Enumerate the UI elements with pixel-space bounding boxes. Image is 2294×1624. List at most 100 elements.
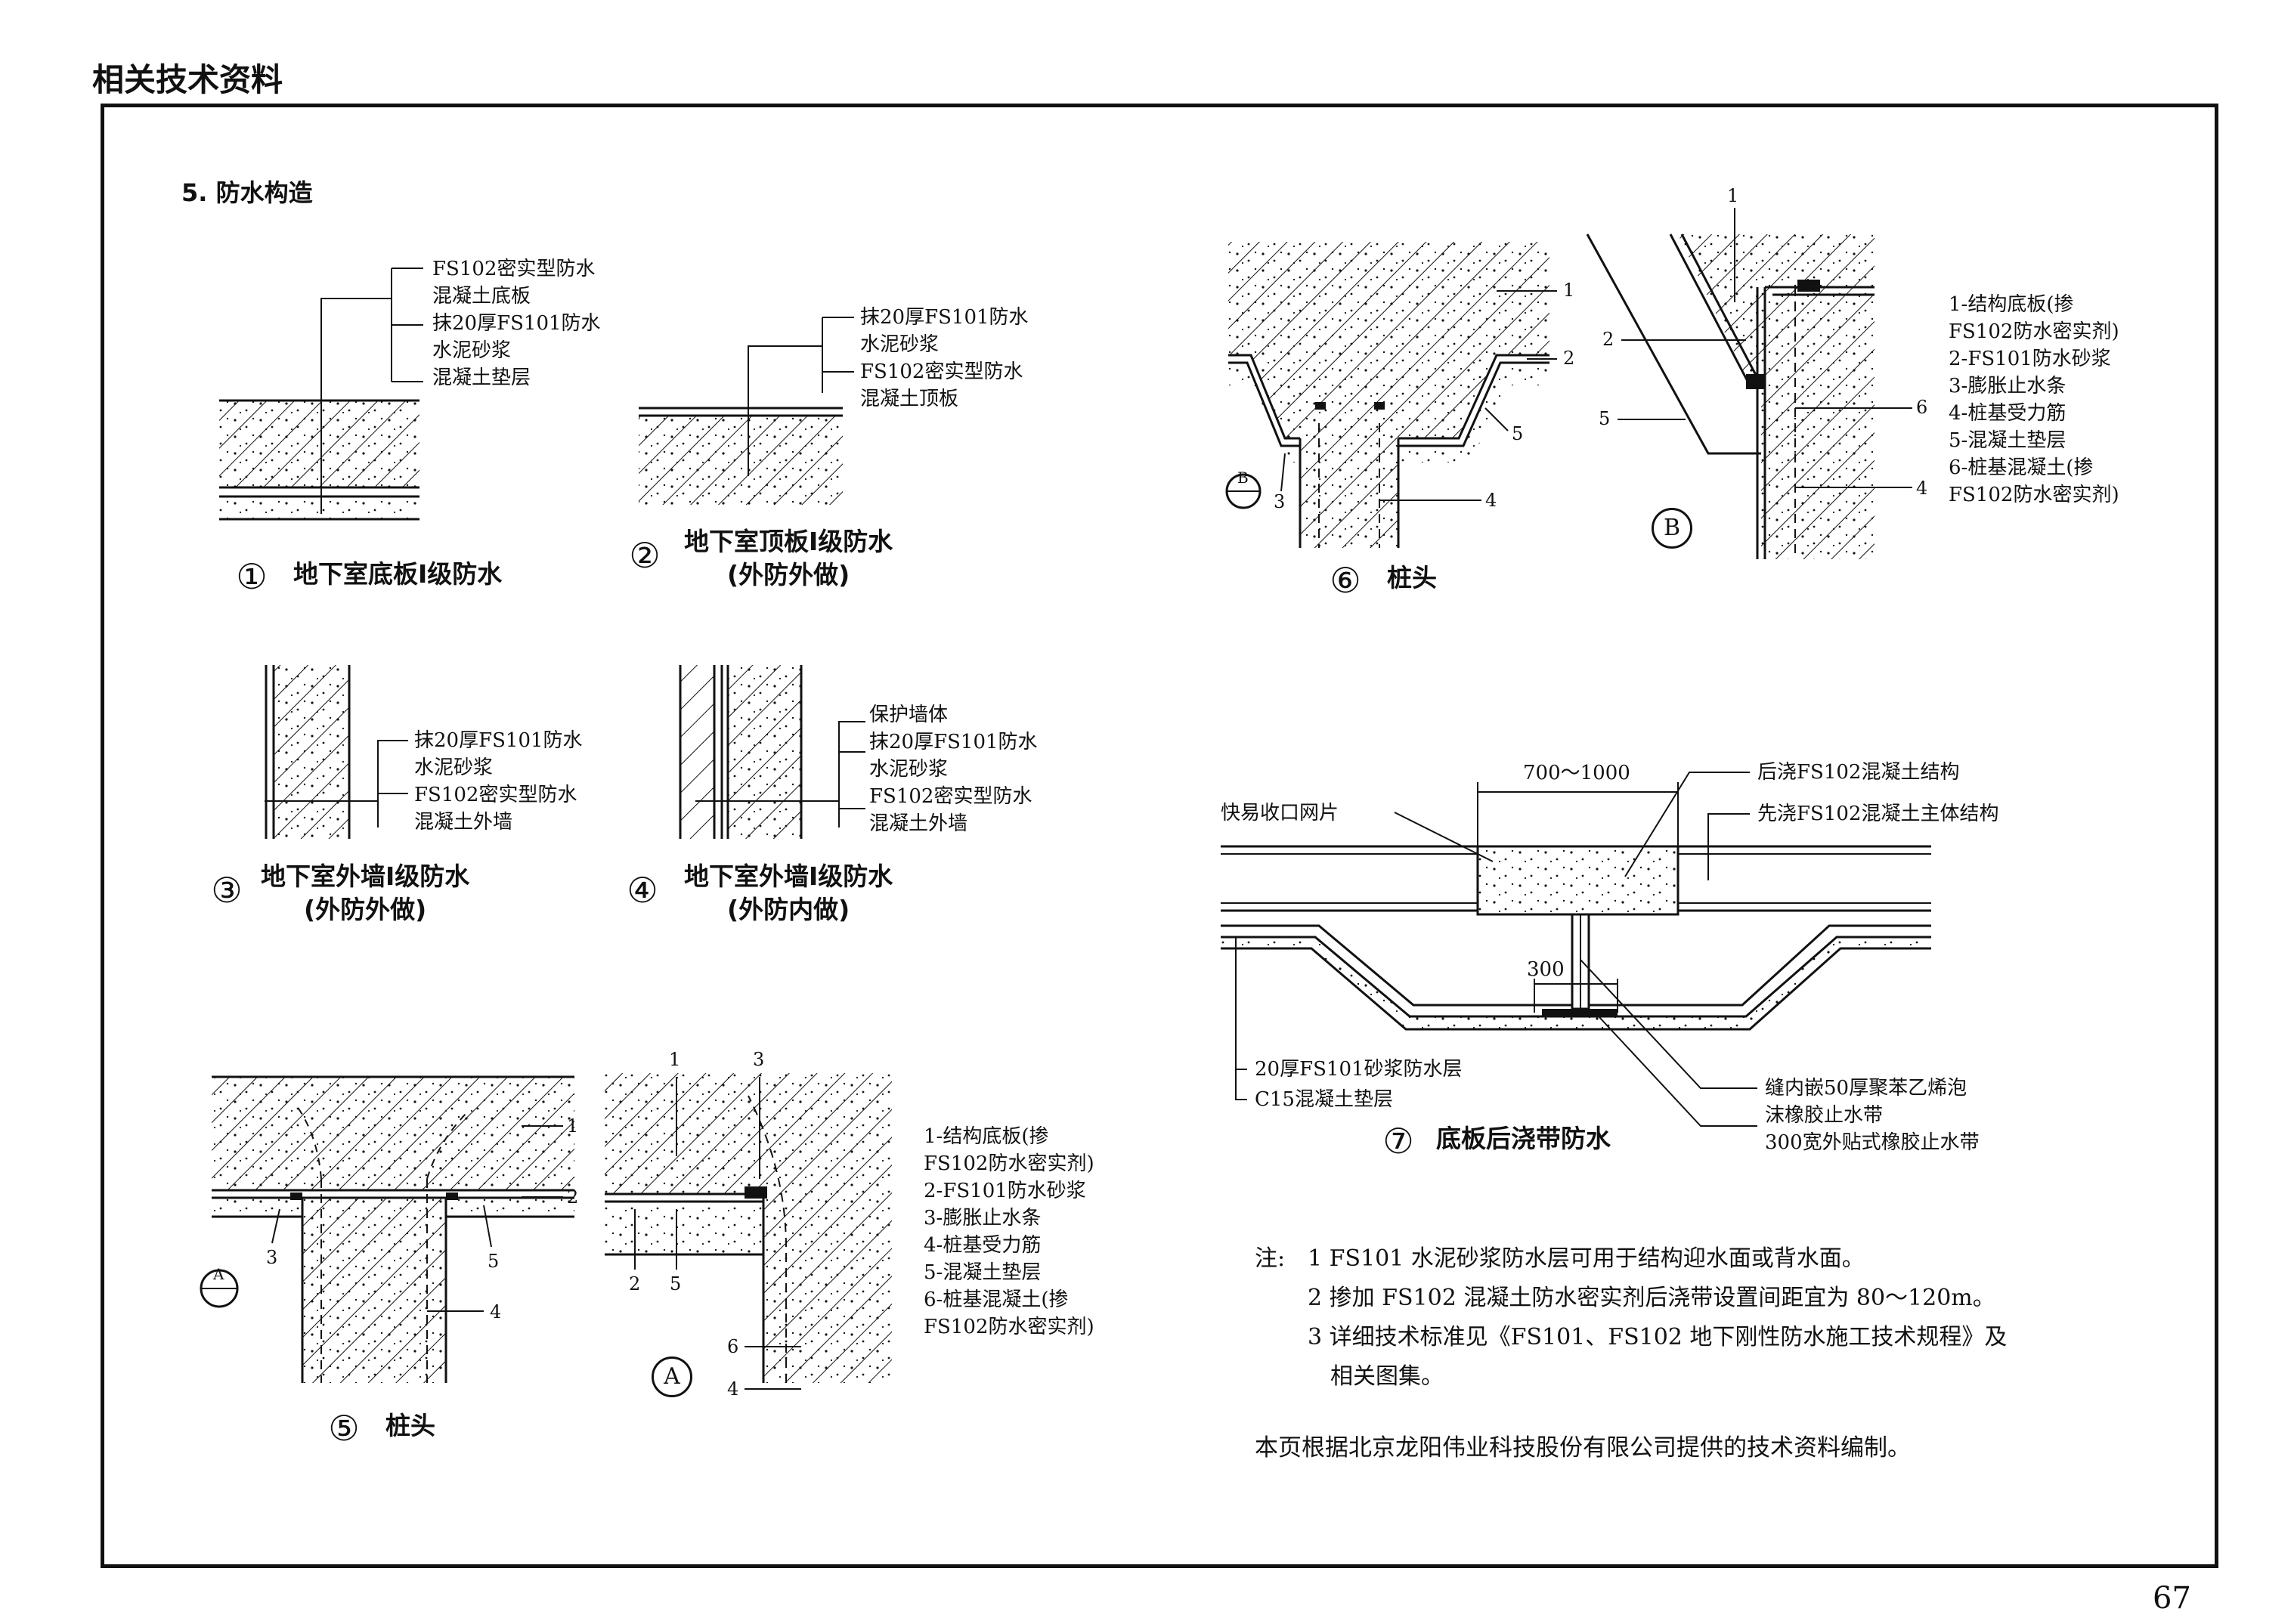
d7-caption: 底板后浇带防水	[1436, 1124, 1611, 1153]
notes-block: 注: 1 FS101 水泥砂浆防水层可用于结构迎水面或背水面。 2 掺加 FS10…	[1255, 1239, 2007, 1397]
d5-number: ⑤	[328, 1408, 360, 1449]
d1-label-0: FS102密实型防水	[432, 258, 596, 280]
d3-label-0: 抹20厚FS101防水	[414, 729, 583, 752]
d2-caption: 地下室顶板I级防水(外防外做)	[684, 527, 893, 589]
diagram-4-wall-internal	[679, 665, 865, 839]
d6-legend-7: FS102防水密实剂)	[1949, 484, 2119, 506]
d2-label-3: 混凝土顶板	[860, 388, 959, 410]
d6-caption: 桩头	[1387, 563, 1437, 592]
da-callout-2: 2	[629, 1273, 641, 1295]
d7-label-strip: 300宽外贴式橡胶止水带	[1765, 1131, 1980, 1154]
d1-caption: 地下室底板I级防水	[293, 559, 503, 589]
d5-callout-3: 3	[266, 1247, 278, 1268]
diagram-1-floor-slab	[219, 268, 423, 521]
d4-number: ④	[627, 870, 658, 911]
diagram-6-pile-head	[1225, 242, 1557, 548]
da-callout-5: 5	[670, 1273, 682, 1295]
d7-label-mortar: 20厚FS101砂浆防水层	[1255, 1058, 1463, 1081]
d5-legend-7: FS102防水密实剂)	[924, 1316, 1094, 1338]
d7-label-joint-1: 缝内嵌50厚聚苯乙烯泡	[1765, 1077, 1967, 1100]
d7-label-pre: 先浇FS102混凝土主体结构	[1757, 803, 1999, 825]
d1-label-2: 抹20厚FS101防水	[432, 312, 601, 335]
d6-callout-1: 1	[1563, 280, 1575, 301]
d6-section-ref: B	[1237, 469, 1249, 487]
d4-caption: 地下室外墙I级防水(外防内做)	[684, 861, 893, 924]
d3-caption: 地下室外墙I级防水(外防外做)	[261, 861, 470, 924]
d2-label-2: FS102密实型防水	[860, 360, 1023, 383]
da-callout-4: 4	[727, 1378, 739, 1400]
d5-legend-0: 1-结构底板(掺	[924, 1125, 1049, 1148]
note-2: 2 掺加 FS102 混凝土防水密实剂后浇带设置间距宜为 80～120m。	[1308, 1285, 1995, 1311]
note-3: 3 详细技术标准见《FS101、FS102 地下刚性防水施工技术规程》及	[1308, 1324, 2008, 1350]
d4-label-3: FS102密实型防水	[869, 785, 1032, 808]
da-callout-3: 3	[753, 1049, 765, 1070]
d1-number: ①	[236, 556, 268, 597]
d6-legend-4: 4-桩基受力筋	[1949, 402, 2066, 425]
d3-label-3: 混凝土外墙	[414, 811, 513, 834]
d4-label-4: 混凝土外墙	[869, 812, 968, 835]
db-callout-1: 1	[1727, 185, 1739, 206]
db-callout-6: 6	[1916, 397, 1928, 418]
d6-callout-3: 3	[1274, 491, 1286, 512]
d7-label-joint-2: 沫橡胶止水带	[1765, 1104, 1884, 1127]
drawing-frame	[101, 104, 2218, 1568]
d7-label-post: 后浇FS102混凝土结构	[1757, 761, 1960, 784]
d2-label-0: 抹20厚FS101防水	[860, 306, 1029, 329]
d5-legend-2: 2-FS101防水砂浆	[924, 1180, 1086, 1202]
d3-label-2: FS102密实型防水	[414, 784, 577, 806]
note-1-text: 1 FS101 水泥砂浆防水层可用于结构迎水面或背水面。	[1308, 1245, 1865, 1272]
page-header-title: 相关技术资料	[92, 61, 283, 98]
db-callout-4: 4	[1916, 478, 1928, 499]
d4-label-1: 抹20厚FS101防水	[869, 731, 1038, 753]
d6-legend-5: 5-混凝土垫层	[1949, 429, 2066, 452]
d6-legend-0: 1-结构底板(掺	[1949, 293, 2074, 316]
d2-label-1: 水泥砂浆	[860, 333, 940, 356]
diagram-5-detail-a	[605, 1073, 892, 1390]
d1-label-3: 水泥砂浆	[432, 339, 512, 362]
diagram-2-roof-slab	[639, 317, 854, 505]
d7-dim-width: 700～1000	[1523, 762, 1630, 784]
source-note: 本页根据北京龙阳伟业科技股份有限公司提供的技术资料编制。	[1255, 1434, 1911, 1462]
d5-legend-3: 3-膨胀止水条	[924, 1207, 1042, 1230]
d6-callout-5: 5	[1512, 423, 1524, 444]
d7-label-mesh: 快易收口网片	[1221, 802, 1339, 824]
d4-label-0: 保护墙体	[869, 704, 949, 726]
d7-number: ⑦	[1382, 1121, 1414, 1162]
d6-callout-4: 4	[1485, 490, 1497, 511]
d2-number: ②	[629, 535, 661, 576]
d3-number: ③	[211, 870, 243, 911]
section-title: 5. 防水构造	[181, 178, 313, 207]
db-callout-5: 5	[1599, 408, 1611, 429]
diagram-3-wall-external	[265, 665, 408, 839]
d7-dim-300: 300	[1527, 958, 1565, 981]
page-number: 67	[2153, 1581, 2191, 1616]
note-1: 注: 1 FS101 水泥砂浆防水层可用于结构迎水面或背水面。	[1255, 1239, 2007, 1279]
d6-legend-2: 2-FS101防水砂浆	[1949, 348, 2111, 370]
d7-label-c15: C15混凝土垫层	[1255, 1088, 1393, 1111]
d5-legend-5: 5-混凝土垫层	[924, 1261, 1042, 1284]
d1-label-1: 混凝土底板	[432, 285, 531, 308]
d6-legend-6: 6-桩基混凝土(掺	[1949, 456, 2094, 479]
db-detail-ref: B	[1652, 508, 1692, 549]
da-detail-ref: A	[652, 1356, 692, 1397]
diagram-5-pile-head	[200, 1075, 574, 1383]
d5-callout-1: 1	[567, 1115, 579, 1137]
d6-callout-2: 2	[1563, 348, 1575, 369]
d6-legend-1: FS102防水密实剂)	[1949, 320, 2119, 343]
da-callout-1: 1	[669, 1049, 681, 1070]
da-callout-6: 6	[727, 1336, 739, 1357]
d4-label-2: 水泥砂浆	[869, 758, 949, 781]
d5-legend-4: 4-桩基受力筋	[924, 1234, 1042, 1257]
d5-callout-2: 2	[567, 1186, 579, 1208]
d6-number: ⑥	[1330, 560, 1361, 601]
note-3-cont: 相关图集。	[1330, 1363, 1444, 1390]
d1-label-4: 混凝土垫层	[432, 367, 531, 389]
diagram-7-post-pour-strip	[1221, 772, 1931, 1127]
d6-legend-3: 3-膨胀止水条	[1949, 375, 2066, 397]
d5-legend-6: 6-桩基混凝土(掺	[924, 1288, 1069, 1311]
d5-legend-1: FS102防水密实剂)	[924, 1152, 1094, 1175]
notes-prefix: 注:	[1255, 1245, 1286, 1272]
d3-label-1: 水泥砂浆	[414, 756, 494, 779]
db-callout-2: 2	[1602, 329, 1614, 350]
